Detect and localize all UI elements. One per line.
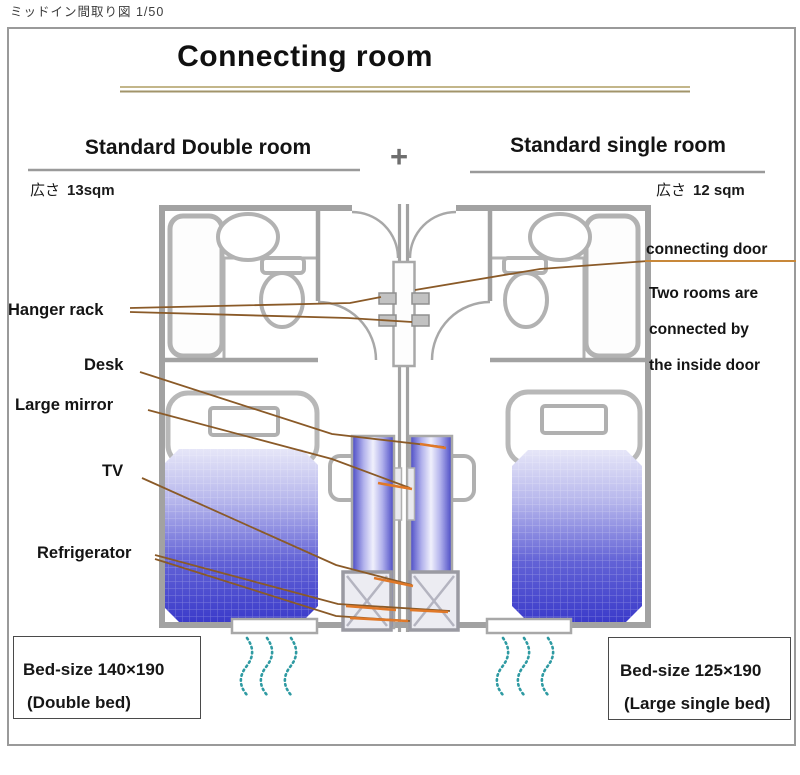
right-size-value: 12 sqm	[693, 182, 745, 199]
leader-lines	[129, 260, 649, 622]
right-room-size: 広さ 12 sqm	[656, 182, 745, 199]
left-room-title: Standard Double room	[84, 136, 312, 159]
leader-desk	[139, 371, 445, 448]
central-wall-panels	[393, 467, 416, 521]
bed-size-right-line2: (Large single bed)	[624, 694, 771, 713]
sink-right	[528, 212, 592, 262]
sink-left	[216, 212, 280, 262]
bathroom-door-arc-right	[430, 300, 491, 361]
window-left	[230, 617, 319, 635]
callout-refrigerator: Refrigerator	[37, 544, 132, 562]
bed-size-box-right: Bed-size 125×190 (Large single bed)	[608, 637, 791, 720]
bed-left	[163, 390, 320, 622]
curtains-right	[495, 636, 555, 697]
page-title: Connecting room	[177, 40, 433, 73]
connecting-note-line1: Two rooms are	[649, 285, 759, 302]
page-border	[7, 27, 796, 746]
connecting-note-line2: connected by	[649, 321, 749, 338]
connecting-note-line3: the inside door	[649, 357, 761, 374]
leader-large-mirror	[147, 409, 411, 489]
title-underline	[120, 86, 690, 93]
callout-hanger-rack: Hanger rack	[8, 301, 104, 319]
pillow-right	[540, 404, 608, 435]
curtains-left	[239, 636, 298, 697]
bathroom-door-arc-left	[317, 300, 378, 361]
bed-size-left-line2: (Double bed)	[27, 693, 131, 712]
left-size-value: 13sqm	[67, 182, 115, 199]
bed-size-right-line1: Bed-size 125×190	[620, 661, 762, 680]
callout-desk: Desk	[84, 356, 124, 374]
toilet-left	[259, 256, 306, 329]
bed-size-box-left: Bed-size 140×190 (Double bed)	[13, 636, 201, 719]
bathtub-left	[167, 213, 225, 359]
entrance-door-arc-right	[408, 210, 457, 259]
callout-large-mirror: Large mirror	[15, 396, 114, 414]
right-size-label: 広さ	[656, 182, 687, 199]
plus-sign: +	[390, 139, 409, 174]
pillow-left	[208, 406, 280, 437]
toilet-right	[502, 256, 549, 329]
refrigerator-right	[408, 570, 460, 632]
entrance-door-arc-left	[351, 210, 400, 259]
leader-refrigerator-1	[154, 554, 451, 612]
scale-note: ミッドイン間取り図 1/50	[10, 5, 165, 19]
callout-tv: TV	[102, 462, 124, 480]
right-room-title: Standard single room	[510, 134, 726, 157]
leader-hanger-rack-1	[129, 296, 382, 309]
bathtub-right	[583, 213, 641, 359]
leader-connecting-door	[414, 260, 649, 291]
left-size-label: 広さ	[30, 182, 61, 199]
bed-right	[505, 389, 643, 622]
bed-size-left-line1: Bed-size 140×190	[23, 660, 165, 679]
window-right	[485, 617, 573, 635]
connecting-door-rect	[392, 260, 416, 368]
left-room-size: 広さ 13sqm	[30, 182, 115, 199]
leader-tv	[141, 477, 413, 586]
leader-accents	[345, 442, 449, 623]
callout-connecting-door: connecting door	[646, 241, 768, 258]
leader-hanger-rack-2	[129, 311, 413, 323]
